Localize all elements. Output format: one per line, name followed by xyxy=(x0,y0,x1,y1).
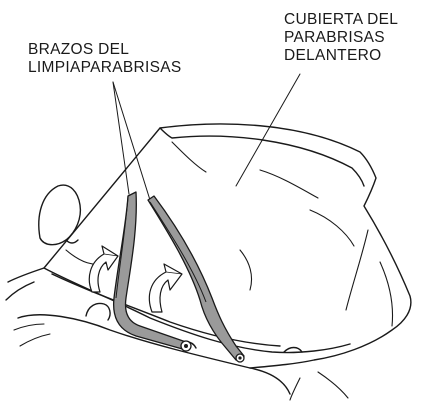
wiper-arm-right xyxy=(147,195,245,363)
wiper-arm-left xyxy=(112,191,192,352)
lift-arrow-icon xyxy=(88,245,119,293)
leader-line-arms-left xyxy=(112,81,130,195)
side-mirror-outline xyxy=(38,184,82,246)
label-line: CUBIERTA DEL xyxy=(284,11,399,28)
cover-fold xyxy=(259,169,319,199)
lift-arrow-icon xyxy=(148,263,183,313)
cover-fold xyxy=(309,209,355,247)
cover-fold xyxy=(171,141,207,173)
windshield-top-edge xyxy=(159,127,365,187)
label-line: PARABRISAS xyxy=(284,29,385,46)
cover-hem xyxy=(85,302,111,321)
leader-line-cover xyxy=(235,73,301,187)
cover-fold xyxy=(19,333,51,347)
cover-fold xyxy=(13,323,45,331)
mirror-stem xyxy=(65,239,79,244)
cover-bottom-edge xyxy=(17,314,291,395)
wiper-arms-label: BRAZOS DEL LIMPIAPARABRISAS xyxy=(28,41,182,77)
cowl-line-inner xyxy=(51,273,281,347)
cover-fold xyxy=(239,249,253,291)
label-line: DELANTERO xyxy=(284,47,382,64)
cover-fold xyxy=(289,377,301,401)
cover-hem xyxy=(283,346,303,353)
cover-fold xyxy=(379,261,393,327)
cover-outline xyxy=(7,123,412,369)
label-line: BRAZOS DEL xyxy=(28,41,130,58)
label-line: LIMPIAPARABRISAS xyxy=(28,59,182,76)
windshield-cover-label: CUBIERTA DEL PARABRISAS DELANTERO xyxy=(284,11,398,65)
cover-fold xyxy=(345,229,369,311)
leader-line-arms-right xyxy=(112,81,151,201)
cover-fold xyxy=(317,371,349,399)
cover-left-edge xyxy=(5,281,35,301)
